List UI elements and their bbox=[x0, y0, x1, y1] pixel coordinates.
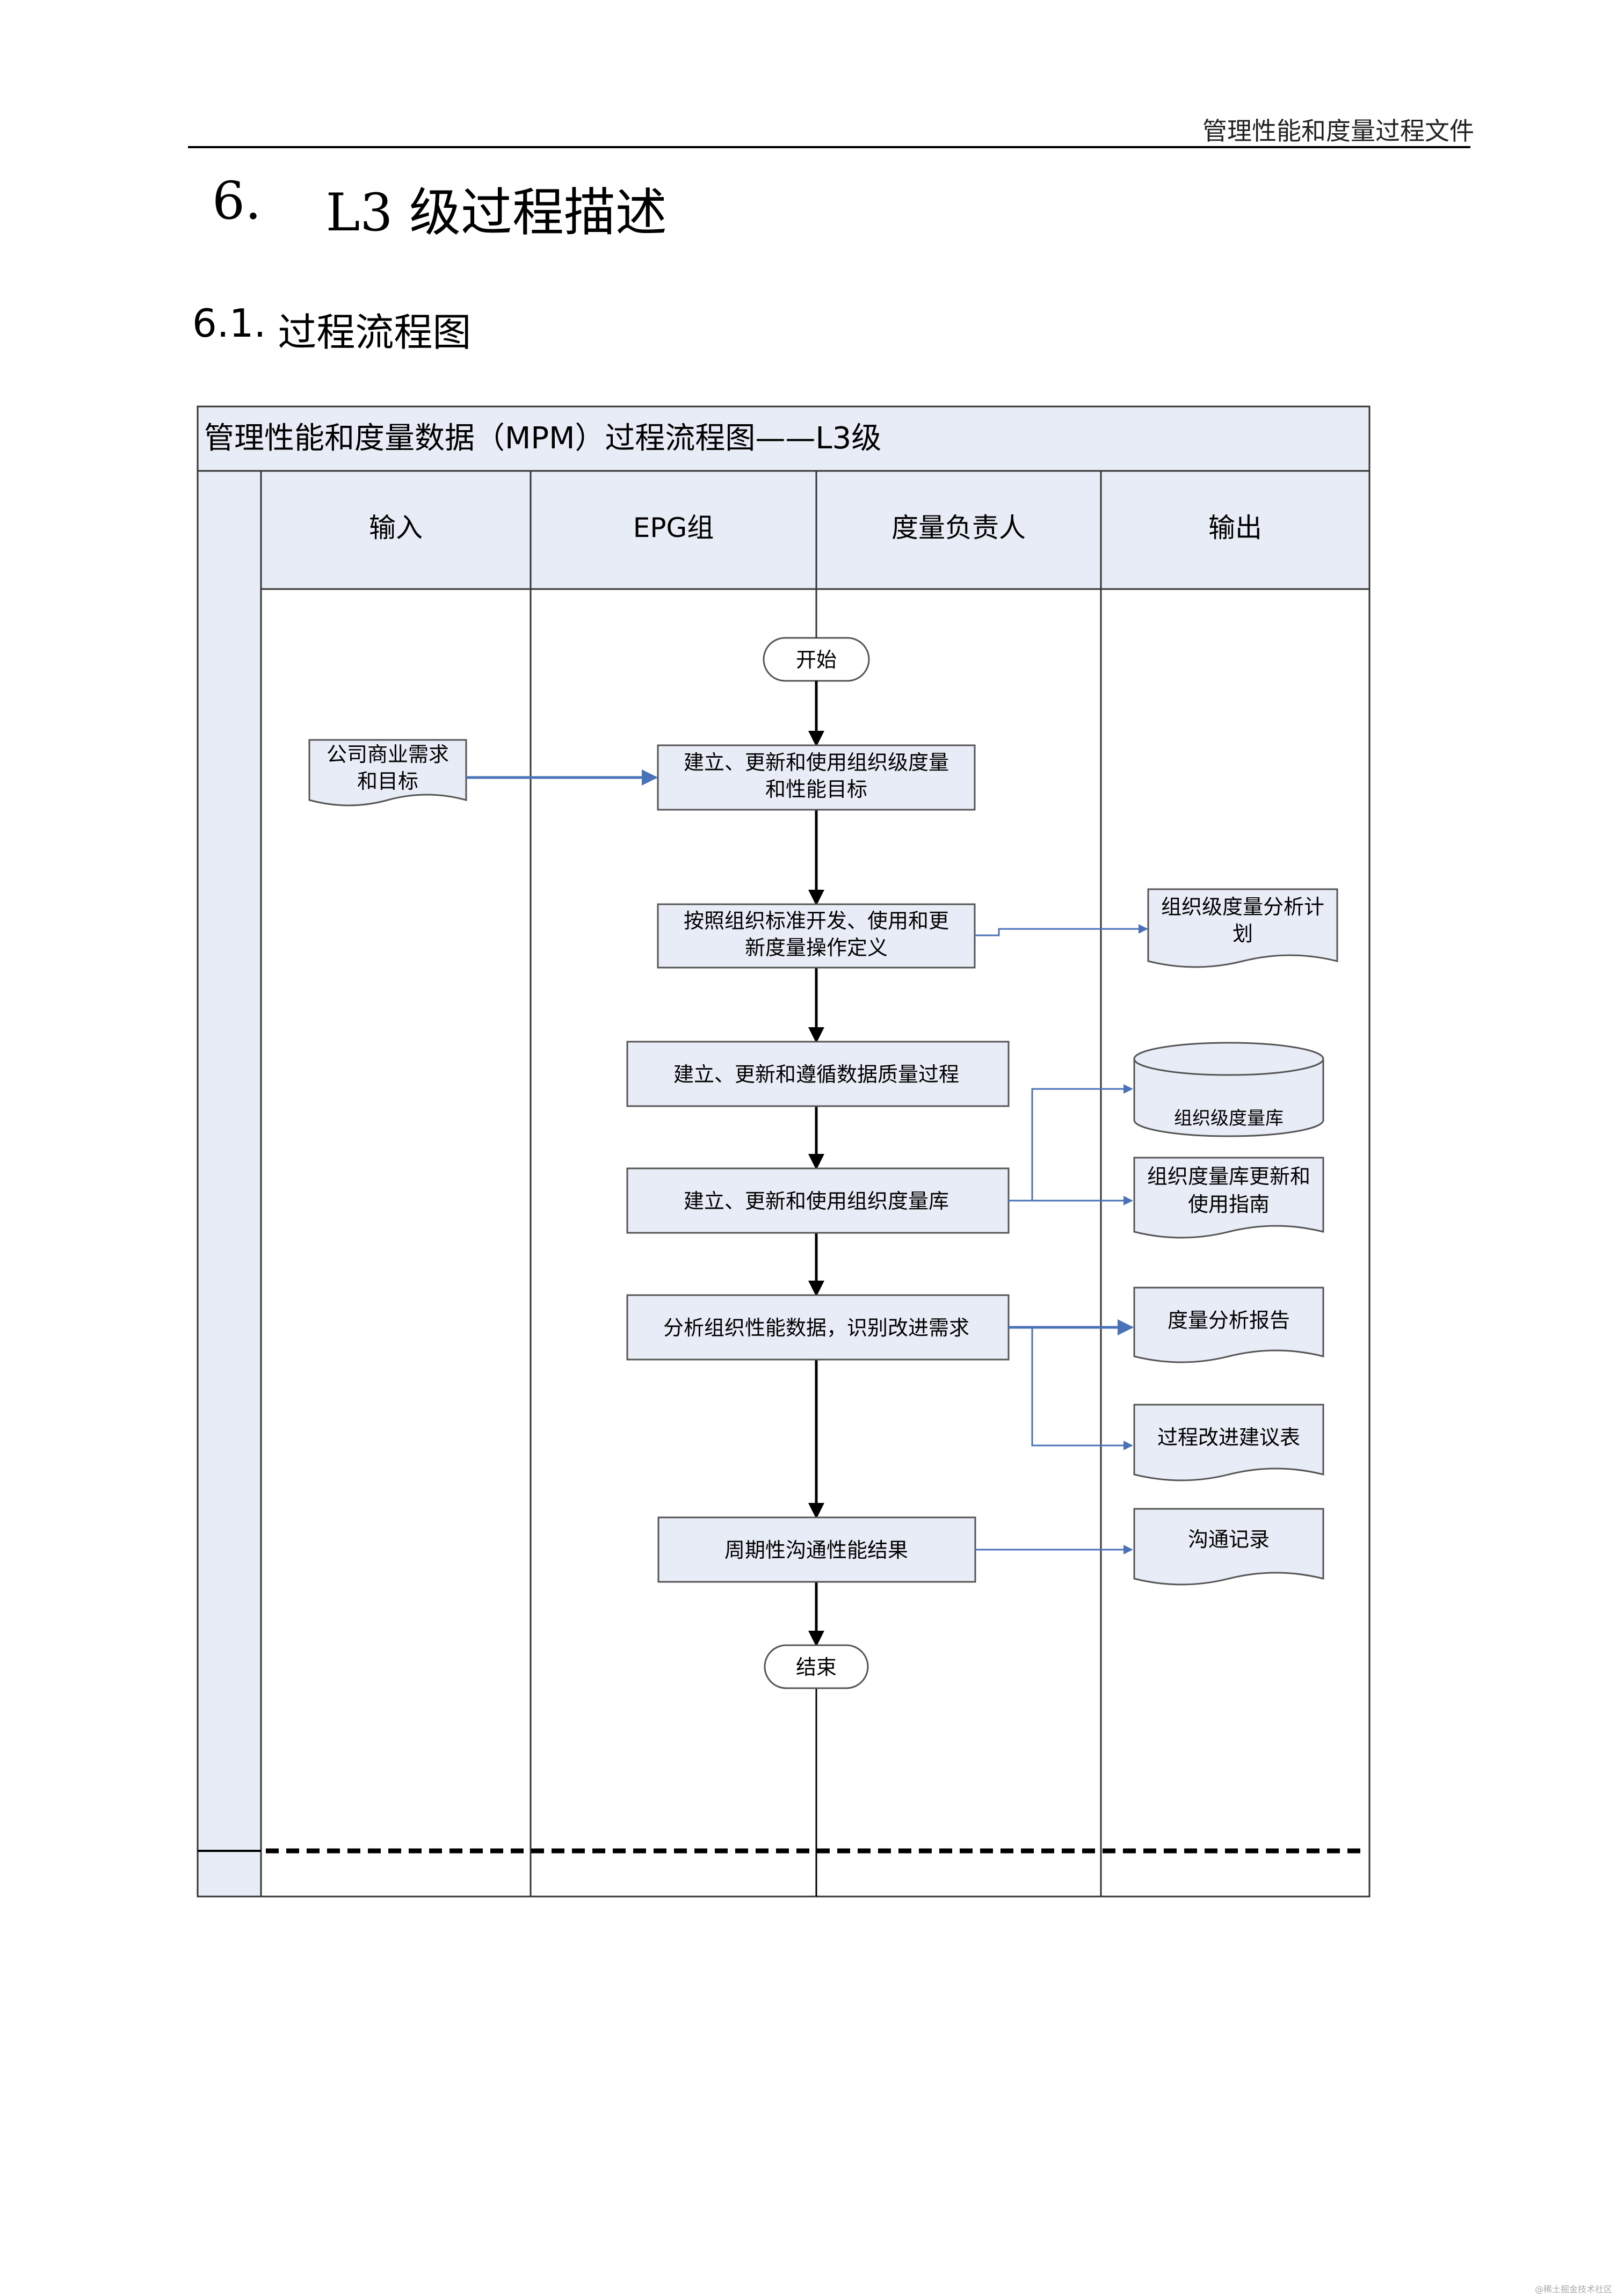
output-plan-line1: 组织级度量分析计 bbox=[1161, 895, 1324, 919]
output-plan-line2: 划 bbox=[1233, 922, 1253, 946]
output-doc-comm-record bbox=[1133, 1508, 1324, 1586]
step-6-line1: 周期性沟通性能结果 bbox=[724, 1538, 908, 1562]
process-step-6 bbox=[657, 1516, 976, 1583]
lane-label-epg: EPG组 bbox=[633, 512, 714, 543]
lane-label-input: 输入 bbox=[369, 512, 423, 543]
output-doc-guide bbox=[1133, 1157, 1324, 1239]
process-step-3 bbox=[626, 1041, 1010, 1107]
step-1-line1: 建立、更新和使用组织级度量 bbox=[684, 751, 949, 774]
subsection-heading: 6.1. 过程流程图 bbox=[192, 301, 471, 357]
left-side-column bbox=[197, 470, 262, 1898]
output-arrow-plan bbox=[975, 924, 1148, 936]
input-doc-line1: 公司商业需求 bbox=[327, 743, 449, 766]
end-label: 结束 bbox=[796, 1655, 837, 1679]
output-guide-line1: 组织度量库更新和 bbox=[1147, 1165, 1310, 1188]
output-comm-label: 沟通记录 bbox=[1188, 1528, 1270, 1551]
process-step-1 bbox=[657, 744, 976, 811]
step-3-line1: 建立、更新和遵循数据质量过程 bbox=[673, 1063, 959, 1086]
input-doc-line2: 和目标 bbox=[357, 769, 418, 793]
output-database-label: 组织级度量库 bbox=[1174, 1108, 1284, 1129]
input-document-shape bbox=[308, 739, 467, 806]
step-4-line1: 建立、更新和使用组织度量库 bbox=[684, 1189, 949, 1213]
step-5-line1: 分析组织性能数据，识别改进需求 bbox=[663, 1316, 969, 1340]
subsection-title: 过程流程图 bbox=[278, 310, 472, 355]
lane-header-band bbox=[260, 470, 1371, 590]
step-2-line1: 按照组织标准开发、使用和更 bbox=[684, 909, 949, 933]
section-number: 6. bbox=[212, 171, 262, 231]
diagram-title-bar bbox=[197, 405, 1371, 472]
process-step-4 bbox=[626, 1167, 1010, 1234]
lane-label-output: 输出 bbox=[1208, 512, 1262, 543]
header-doc-title: 管理性能和度量过程文件 bbox=[1202, 117, 1474, 146]
output-doc-analysis-plan bbox=[1147, 888, 1338, 968]
output-report-label: 度量分析报告 bbox=[1168, 1309, 1290, 1332]
step-1-line2: 和性能目标 bbox=[765, 778, 867, 801]
output-suggestions-label: 过程改进建议表 bbox=[1157, 1426, 1300, 1449]
section-heading: 6. L3 级过程描述 bbox=[212, 171, 667, 245]
output-doc-report bbox=[1133, 1287, 1324, 1363]
output-guide-line2: 使用指南 bbox=[1188, 1193, 1270, 1216]
lane-label-measure-owner: 度量负责人 bbox=[891, 512, 1026, 543]
end-terminator bbox=[764, 1644, 869, 1689]
subsection-number: 6.1. bbox=[192, 301, 266, 346]
diagram-title: 管理性能和度量数据（MPM）过程流程图——L3级 bbox=[204, 421, 881, 456]
step-2-line2: 新度量操作定义 bbox=[745, 936, 888, 960]
header-rule bbox=[188, 146, 1470, 148]
section-title: L3 级过程描述 bbox=[325, 183, 667, 243]
process-step-2 bbox=[657, 903, 976, 969]
watermark: @稀土掘金技术社区 bbox=[1535, 2284, 1613, 2294]
output-database-body bbox=[1133, 1059, 1324, 1137]
process-step-5 bbox=[626, 1294, 1010, 1361]
output-arrow-suggestions bbox=[1031, 1327, 1133, 1450]
output-database-top bbox=[1133, 1042, 1324, 1076]
start-label: 开始 bbox=[796, 648, 837, 672]
output-doc-suggestions bbox=[1133, 1404, 1324, 1481]
